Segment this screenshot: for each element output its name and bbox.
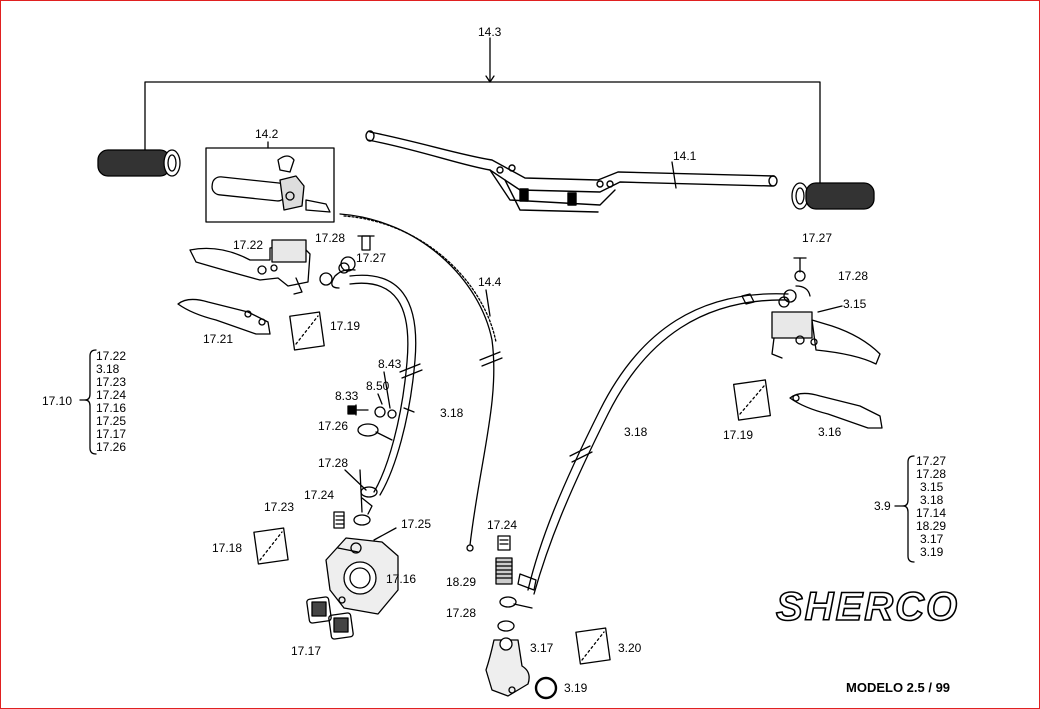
front-banjo-washers	[353, 486, 378, 526]
label-left-17-22: 17.22	[233, 238, 263, 252]
kit-rear-item: 18.29	[916, 519, 946, 533]
label-lower-17-18: 17.18	[212, 541, 242, 555]
label-left-17-21: 17.21	[203, 332, 233, 346]
front-sticker	[253, 527, 289, 565]
left-grip	[97, 149, 181, 177]
label-rear-17-28: 17.28	[446, 606, 476, 620]
right-grip	[791, 182, 875, 210]
label-8-33: 8.33	[335, 389, 359, 403]
label-rear-18-29: 18.29	[446, 575, 476, 589]
label-8-50: 8.50	[366, 379, 390, 393]
right-master-cylinder	[771, 311, 881, 365]
nut-8-43	[387, 409, 397, 419]
label-right-17-19: 17.19	[723, 428, 753, 442]
throttle-assembly	[211, 155, 331, 213]
left-sticker	[289, 311, 325, 351]
label-8-43: 8.43	[378, 357, 402, 371]
kit-front-list: 17.22 3.18 17.23 17.24 17.16 17.25 17.17…	[96, 349, 126, 454]
washer-8-50	[374, 406, 386, 418]
label-rear-3-19: 3.19	[564, 681, 588, 695]
label-left-17-19: 17.19	[330, 319, 360, 333]
label-rear-3-17: 3.17	[530, 641, 554, 655]
label-left-17-28: 17.28	[315, 231, 345, 245]
label-rear-17-24: 17.24	[487, 518, 517, 532]
front-caliper	[325, 537, 399, 615]
label-right-17-27: 17.27	[802, 231, 832, 245]
label-right-3-15: 3.15	[843, 297, 867, 311]
label-17-26: 17.26	[318, 419, 348, 433]
right-lever	[789, 392, 883, 429]
kit-rear-code: 3.9	[874, 499, 891, 513]
kit-rear-item: 17.27	[916, 454, 946, 468]
label-14-2: 14.2	[255, 127, 279, 141]
label-lower-17-24: 17.24	[304, 488, 334, 502]
label-lower-17-23: 17.23	[264, 500, 294, 514]
clip-17-26	[357, 423, 393, 441]
label-right-3-16: 3.16	[818, 425, 842, 439]
rear-sticker	[575, 627, 611, 665]
label-hose-right-3-18: 3.18	[624, 425, 648, 439]
label-lower-17-17: 17.17	[291, 644, 321, 658]
label-lower-17-25: 17.25	[401, 517, 431, 531]
label-right-17-28: 17.28	[838, 269, 868, 283]
kit-front-item: 17.24	[96, 388, 126, 402]
label-14-3: 14.3	[478, 25, 502, 39]
kit-rear-item: 3.15	[920, 480, 944, 494]
kit-rear-item: 3.19	[920, 545, 944, 559]
label-lower-17-16: 17.16	[386, 572, 416, 586]
model-label: MODELO 2.5 / 99	[846, 680, 950, 695]
kit-front-item: 17.25	[96, 414, 126, 428]
kit-rear-item: 3.17	[920, 532, 944, 546]
kit-front-item: 17.16	[96, 401, 126, 415]
front-pads	[306, 596, 354, 640]
label-left-17-27: 17.27	[356, 251, 386, 265]
kit-rear-list: 17.27 17.28 3.15 3.18 17.14 18.29 3.17 3…	[916, 454, 946, 559]
banjo-left	[319, 235, 375, 289]
rear-pushrod-18-29	[495, 557, 513, 585]
leader-14-3	[144, 81, 821, 189]
label-rear-3-20: 3.20	[618, 641, 642, 655]
left-master-cylinder	[189, 239, 311, 295]
kit-front-code: 17.10	[42, 394, 72, 408]
label-lower-17-28: 17.28	[318, 456, 348, 470]
kit-rear-item: 3.18	[920, 493, 944, 507]
throttle-group-box	[205, 147, 335, 223]
bleed-screw	[333, 511, 345, 529]
banjo-right	[778, 257, 811, 308]
brace-3-9	[902, 455, 915, 563]
kit-front-item: 3.18	[96, 362, 120, 376]
kit-rear-item: 17.28	[916, 467, 946, 481]
label-14-1: 14.1	[673, 149, 697, 163]
screw-8-33	[347, 404, 369, 416]
rear-bleed-screw	[497, 535, 511, 551]
right-sticker	[733, 379, 771, 421]
kit-front-item: 17.26	[96, 440, 126, 454]
brace-17-10	[84, 349, 97, 455]
rear-washers	[497, 596, 533, 632]
kit-front-item: 17.17	[96, 427, 126, 441]
kit-rear-item: 17.14	[916, 506, 946, 520]
left-lever	[177, 298, 271, 335]
rear-brake-hose	[527, 293, 789, 591]
handlebar	[365, 130, 778, 213]
kit-front-item: 17.22	[96, 349, 126, 363]
brand-logo: SHERCO	[776, 585, 959, 629]
rear-master-cylinder	[485, 637, 530, 697]
oring-3-19	[534, 676, 558, 700]
kit-front-item: 17.23	[96, 375, 126, 389]
front-brake-hose	[349, 274, 417, 496]
label-14-4: 14.4	[478, 275, 502, 289]
label-hose-left-3-18: 3.18	[440, 406, 464, 420]
